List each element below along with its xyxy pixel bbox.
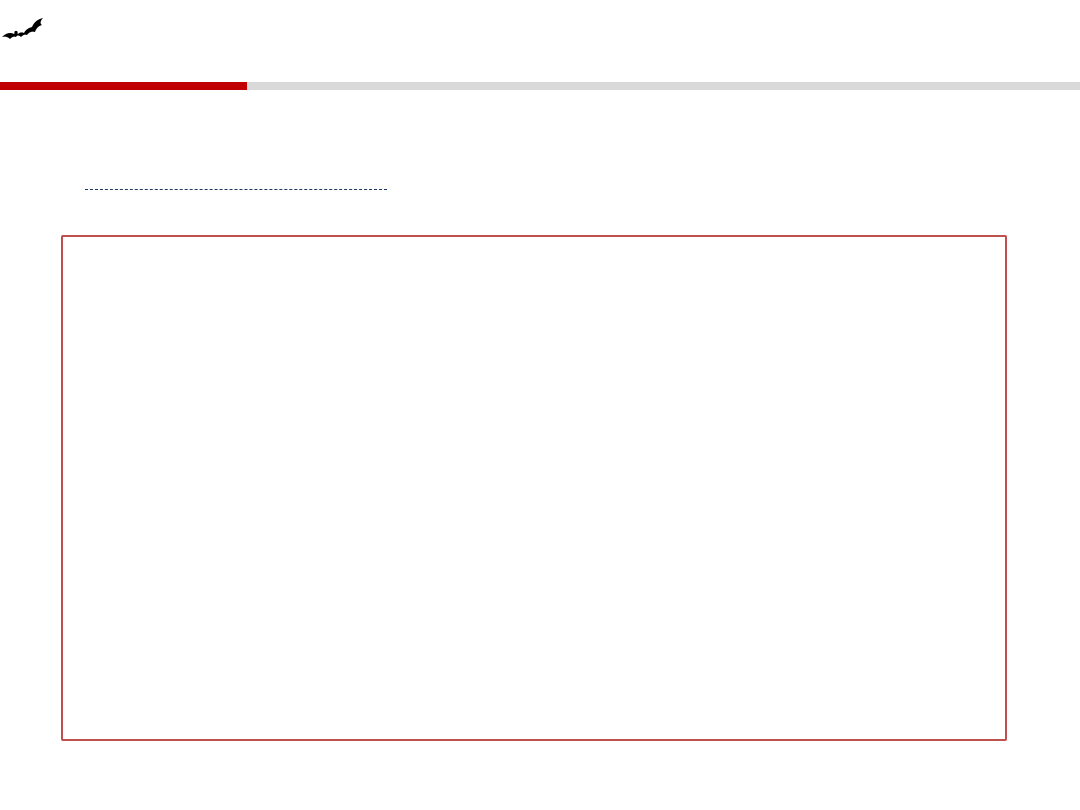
bat-logo-icon xyxy=(2,16,44,42)
header-progress-bar xyxy=(0,82,1080,90)
slide-title xyxy=(85,160,387,190)
content-frame xyxy=(61,235,1007,741)
header-progress-fill xyxy=(0,82,248,90)
